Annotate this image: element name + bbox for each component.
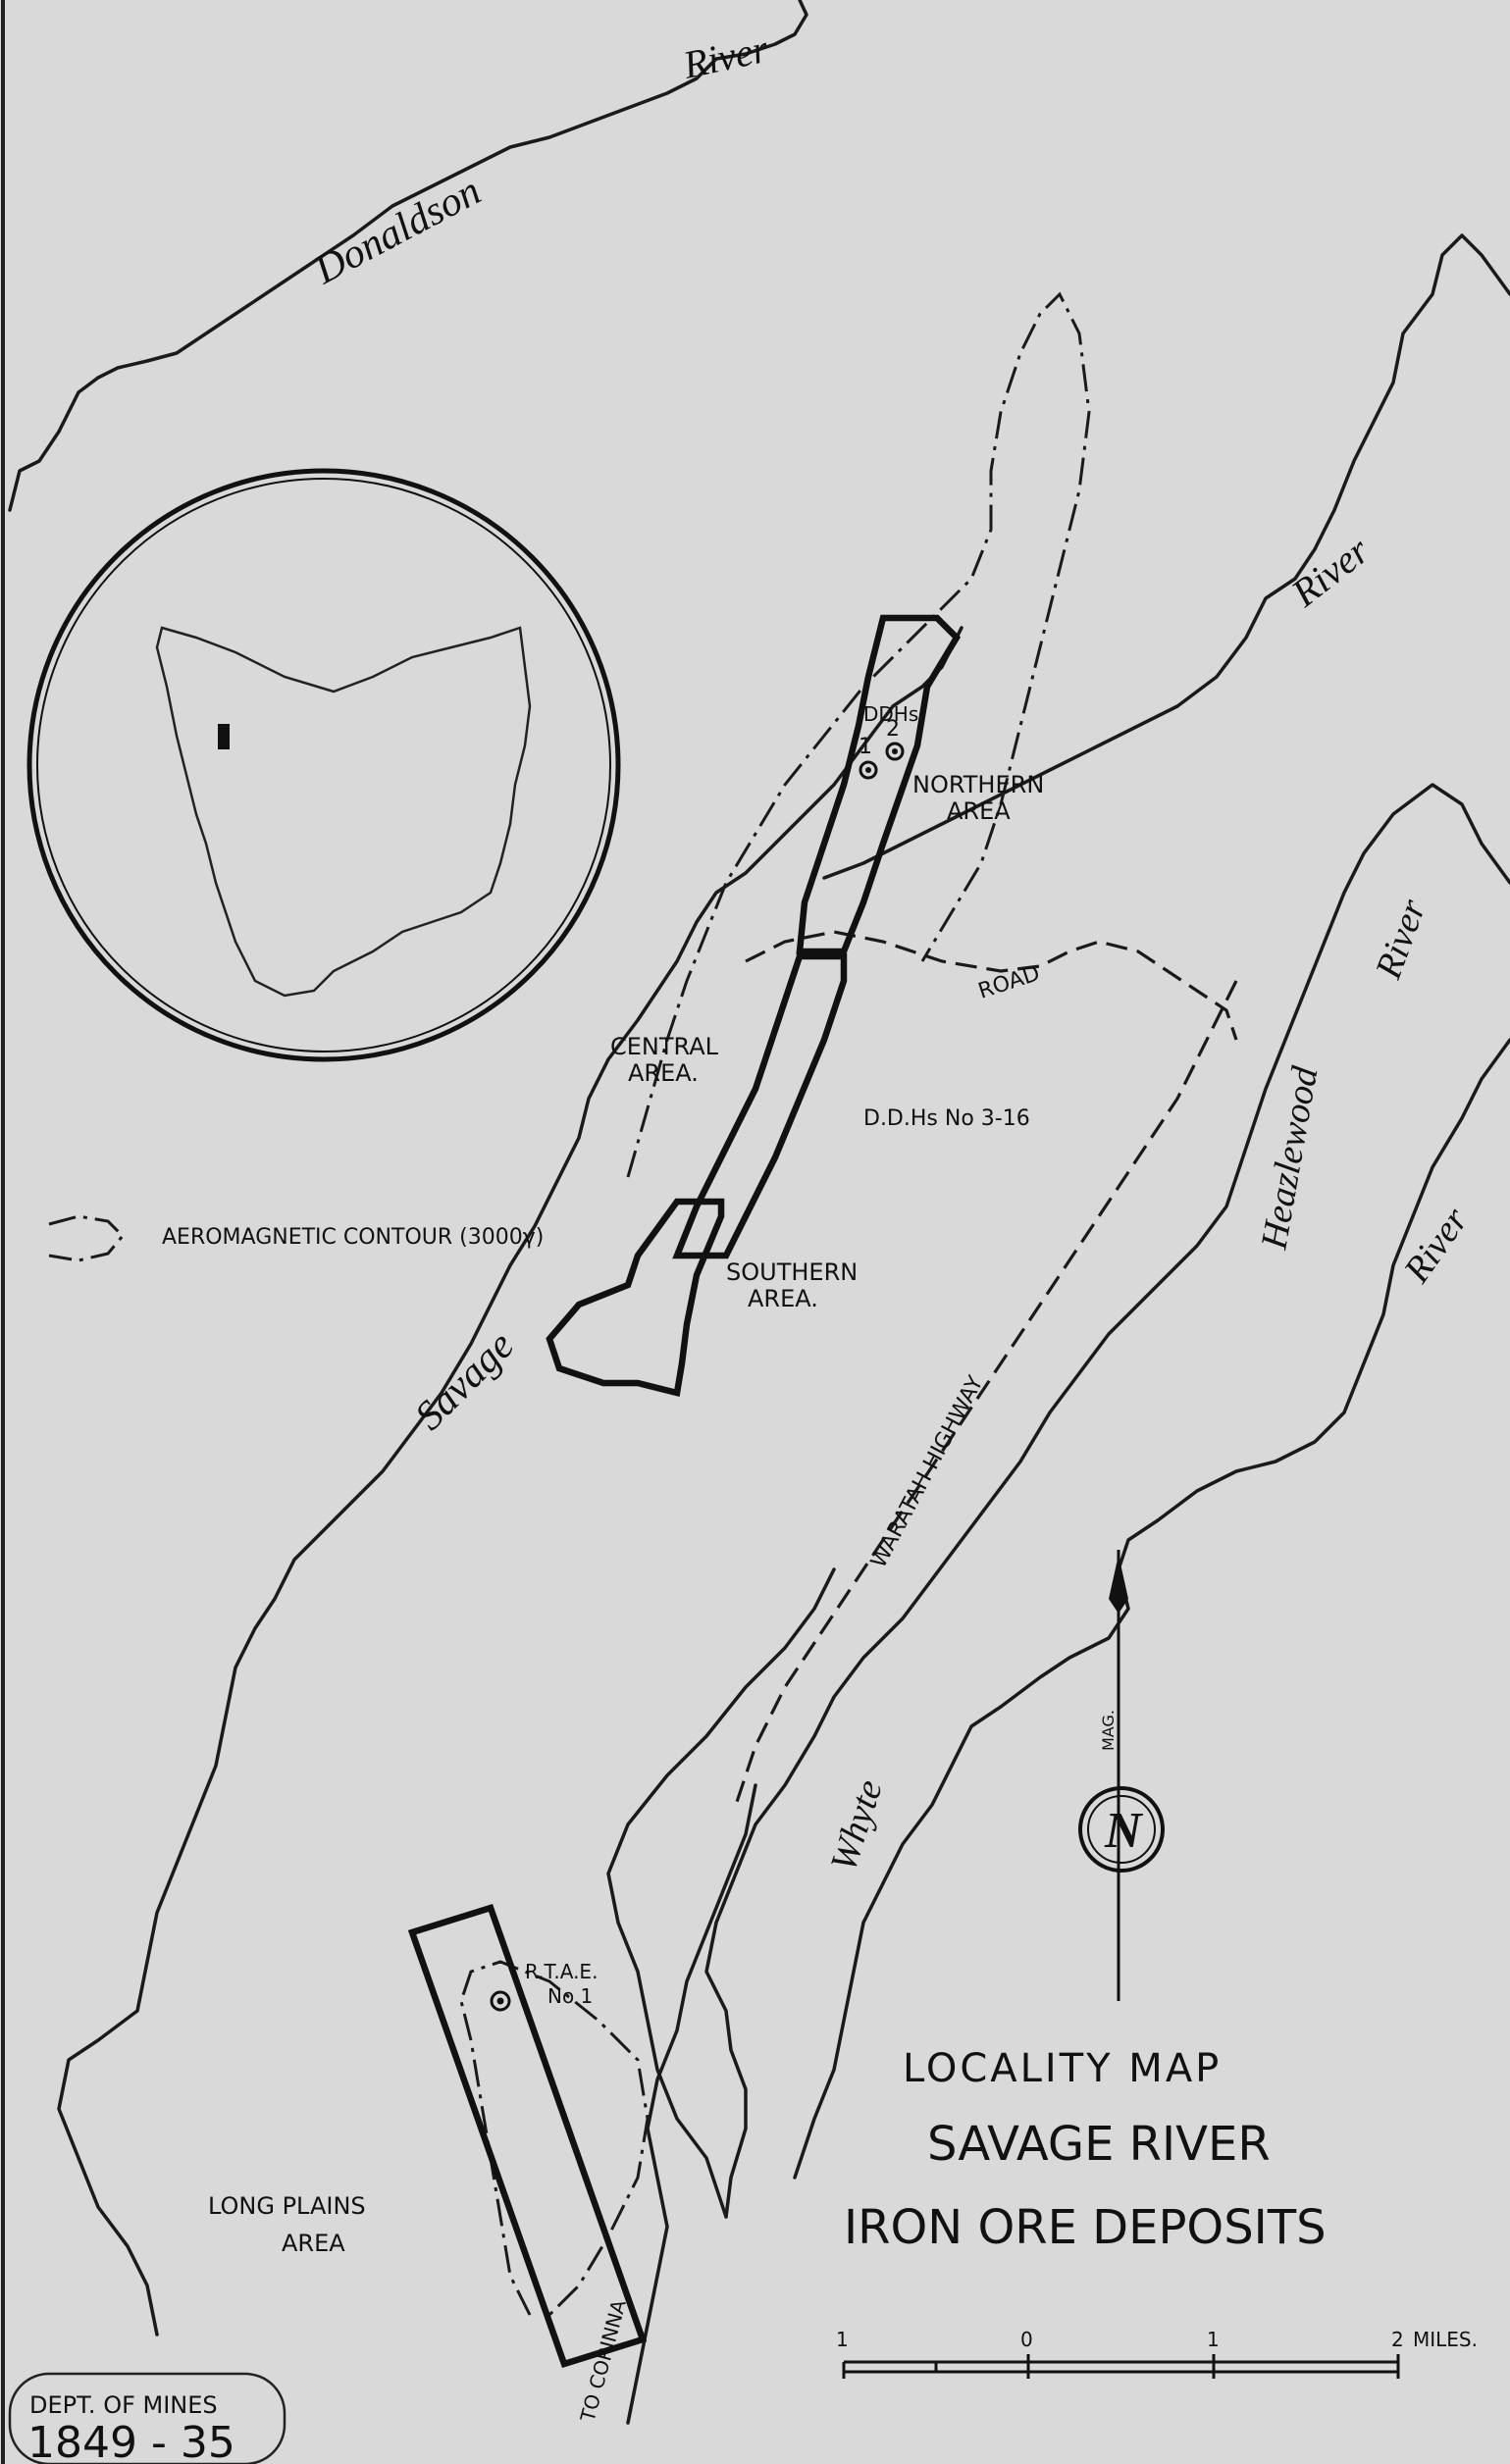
- central-area-lease[interactable]: [672, 952, 848, 1259]
- aeromagnetic-contour-north: [626, 291, 1091, 1178]
- ddh-2-marker: [885, 742, 905, 761]
- ddhs-label: DDHs: [863, 702, 918, 726]
- savage-river: [57, 626, 963, 2336]
- ddh-1-marker: [859, 760, 878, 780]
- ddh-2-label: 2: [886, 717, 900, 742]
- legend-aeromagnetic-label: AEROMAGNETIC CONTOUR (3000γ): [162, 1225, 544, 1250]
- whyte-river: [606, 1567, 836, 2219]
- central-area-label-2: AREA.: [628, 1059, 699, 1087]
- northern-area-label: NORTHERN: [912, 771, 1044, 798]
- rtae-1-marker: [490, 1990, 511, 2012]
- long-plains-label-2: AREA: [282, 2230, 345, 2257]
- mag-label: MAG.: [1099, 1710, 1118, 1751]
- scale-label-0: 0: [1020, 2328, 1033, 2351]
- savage-lower-branch: [626, 1783, 757, 2425]
- rtae-label: R.T.A.E.: [525, 1960, 598, 1983]
- inset-map-frame: [26, 468, 621, 1062]
- title-line-1: LOCALITY MAP: [903, 2046, 1222, 2091]
- scale-label-1-left: 1: [836, 2328, 849, 2351]
- central-area-label: CENTRAL: [610, 1033, 719, 1060]
- savage-river-inset-marker: [218, 724, 230, 749]
- dept-stamp-box: [8, 2372, 286, 2464]
- scale-label-1-right: 1: [1207, 2328, 1220, 2351]
- southern-area-lease[interactable]: [546, 1198, 725, 1398]
- aeromagnetic-contour-south: [459, 1960, 650, 2317]
- ddh-3-16-label: D.D.Hs No 3-16: [863, 1106, 1030, 1131]
- long-plains-lease[interactable]: [407, 1903, 648, 2369]
- title-line-2: SAVAGE RIVER: [927, 2117, 1271, 2172]
- stamp-dept-label: DEPT. OF MINES: [29, 2391, 218, 2419]
- donaldson-river: [8, 0, 808, 512]
- north-arrow: [1078, 1550, 1165, 2001]
- tasmania-outline: [155, 626, 532, 998]
- scale-unit-label: MILES.: [1413, 2328, 1478, 2351]
- rtae-label-2: No 1: [547, 1984, 593, 2008]
- ddh-1-label: 1: [859, 735, 872, 759]
- long-plains-label: LONG PLAINS: [208, 2192, 366, 2220]
- scale-bar: [842, 2354, 1400, 2379]
- southern-area-label: SOUTHERN: [726, 1258, 858, 1286]
- heazlewood-river: [704, 783, 1510, 2219]
- southern-area-label-2: AREA.: [748, 1285, 818, 1312]
- road: [745, 930, 1238, 1041]
- northern-area-label-2: AREA: [947, 797, 1011, 825]
- east-river: [822, 233, 1510, 880]
- north-letter: N: [1104, 1803, 1144, 1859]
- northern-area-lease[interactable]: [796, 614, 962, 955]
- scale-label-2: 2: [1391, 2328, 1404, 2351]
- title-line-3: IRON ORE DEPOSITS: [844, 2200, 1327, 2255]
- waratah-highway: [734, 980, 1238, 1806]
- stamp-number: 1849 - 35: [27, 2418, 235, 2464]
